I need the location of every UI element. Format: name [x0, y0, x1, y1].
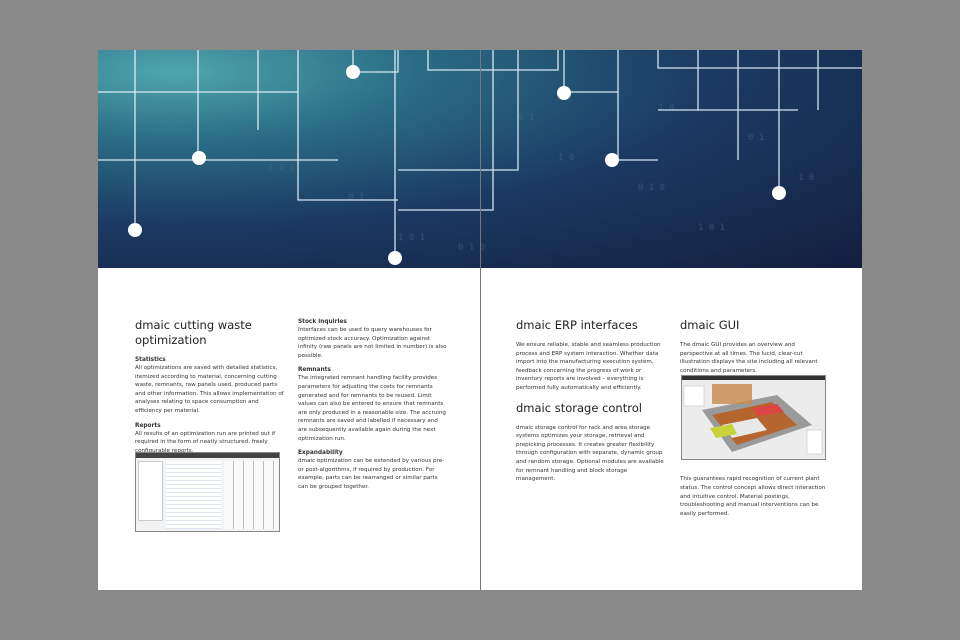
svg-text:0 1 0: 0 1 0 [458, 243, 485, 253]
svg-text:0 1 0: 0 1 0 [638, 183, 665, 193]
stock-text: Interfaces can be used to query warehous… [298, 327, 447, 359]
svg-text:0 1: 0 1 [748, 133, 764, 143]
storage-title: dmaic storage control [516, 400, 642, 415]
svg-text:1 0: 1 0 [798, 173, 814, 183]
svg-text:0 1 0: 0 1 0 [228, 123, 255, 133]
reports-heading: Reports [135, 422, 161, 429]
svg-text:1 0: 1 0 [558, 153, 574, 163]
svg-text:0 1: 0 1 [518, 113, 534, 123]
gui-screenshot [681, 375, 826, 460]
gui-outro-text: This guarantees rapid recognition of cur… [680, 476, 826, 517]
svg-text:1 0 1: 1 0 1 [698, 223, 725, 233]
cutting-waste-title: dmaic cutting waste optimization [135, 318, 252, 347]
svg-text:0 1: 0 1 [348, 193, 364, 203]
storage-text: dmaic storage control for rack and area … [516, 424, 664, 483]
gui-title: dmaic GUI [680, 318, 740, 332]
reports-text: All results of an optimization run are p… [135, 430, 276, 454]
page-fold [480, 50, 481, 590]
erp-text: We ensure reliable, stable and seamless … [516, 342, 661, 391]
brochure-spread: 0 1 0 1 0 1 0 1 1 0 1 0 1 1 0 0 1 0 1 0 1 0 1 1… [98, 50, 862, 590]
remnants-heading: Remnants [298, 367, 331, 374]
gui-intro-text: The dmaic GUI provides an overview and p… [680, 342, 818, 374]
left-column-1: dmaic cutting waste optimization Statist… [135, 318, 285, 455]
svg-text:1 0 1: 1 0 1 [398, 233, 425, 243]
erp-title: dmaic ERP interfaces [516, 318, 638, 332]
right-column-1: dmaic ERP interfaces We ensure reliable,… [516, 318, 668, 484]
warehouse-3d-illustration [683, 384, 823, 455]
stock-heading: Stock inquiries [298, 319, 347, 325]
svg-text:1 0: 1 0 [658, 103, 674, 113]
right-column-2: dmaic GUI The dmaic GUI provides an over… [680, 318, 828, 518]
optimization-software-screenshot [135, 452, 280, 532]
svg-text:1 0 1: 1 0 1 [268, 163, 295, 173]
circuit-lines-graphic: 0 1 0 1 0 1 0 1 1 0 1 0 1 1 0 0 1 0 1 0 1 0 1 1… [98, 50, 862, 265]
expandability-heading: Expandability [298, 450, 343, 457]
left-column-2: Stock inquiries Interfaces can be used t… [298, 318, 448, 492]
statistics-heading: Statistics [135, 357, 166, 363]
statistics-text: All optimizations are saved with detaile… [135, 365, 284, 414]
remnants-text: The integrated remnant handling facility… [298, 375, 446, 442]
expandability-text: dmaic optimization can be extended by va… [298, 458, 445, 490]
